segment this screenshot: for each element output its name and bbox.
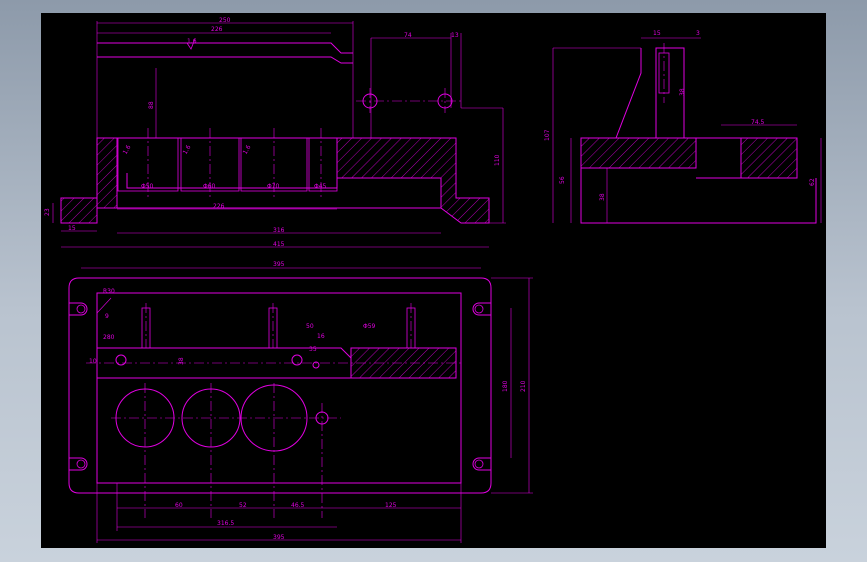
roughness-3: 1.6 bbox=[242, 144, 253, 156]
dim-23: 23 bbox=[44, 208, 51, 216]
dim-250: 250 bbox=[219, 17, 231, 24]
cad-drawing: 250 226 1.6 74 13 110 88 bbox=[44, 17, 822, 543]
drawing-canvas[interactable]: 250 226 1.6 74 13 110 88 bbox=[41, 13, 826, 548]
plan-dim-35: 35 bbox=[309, 346, 317, 353]
roughness-1: 1.6 bbox=[122, 144, 133, 156]
side-dim-62: 62 bbox=[809, 178, 816, 186]
dim-74: 74 bbox=[404, 32, 412, 39]
bore-label-3: Φ70 bbox=[267, 183, 280, 190]
roughness-top: 1.6 bbox=[187, 38, 197, 45]
plan-dim-60: 60 bbox=[175, 502, 183, 509]
dim-110: 110 bbox=[494, 154, 501, 166]
plan-dim-52: 52 bbox=[239, 502, 247, 509]
dim-15: 15 bbox=[68, 225, 76, 232]
plan-dim-9: 9 bbox=[105, 313, 109, 320]
dim-226: 226 bbox=[211, 26, 223, 33]
plan-dim-395-bottom: 395 bbox=[273, 534, 285, 541]
side-dim-74-5: 74.5 bbox=[751, 119, 765, 126]
plan-view: 395 R30 9 180 210 bbox=[68, 261, 533, 543]
side-section-view: 15 3 107 38 74.5 56 38 62 bbox=[544, 30, 822, 224]
plan-dim-280: 280 bbox=[103, 334, 115, 341]
corner-slot-tr bbox=[472, 302, 491, 316]
corner-slot-bl bbox=[69, 457, 88, 471]
plan-dim-50: 50 bbox=[306, 323, 314, 330]
plan-dim-phi59: Φ59 bbox=[363, 323, 376, 330]
side-dim-3: 3 bbox=[696, 30, 700, 37]
side-dim-m: 38 bbox=[679, 88, 686, 96]
side-dim-107: 107 bbox=[544, 129, 551, 141]
dim-13: 13 bbox=[451, 32, 459, 39]
plan-dim-210: 210 bbox=[520, 380, 527, 392]
corner-slot-tl bbox=[69, 302, 88, 316]
plan-dim-10: 10 bbox=[89, 358, 97, 365]
plan-r30: R30 bbox=[103, 288, 115, 295]
side-dim-15: 15 bbox=[653, 30, 661, 37]
dim-415: 415 bbox=[273, 241, 285, 248]
plan-dim-46-5: 46.5 bbox=[291, 502, 305, 509]
bore-label-4: Φ45 bbox=[314, 183, 327, 190]
plan-dim-16: 16 bbox=[317, 333, 325, 340]
side-dim-38: 38 bbox=[599, 193, 606, 201]
plan-dim-125: 125 bbox=[385, 502, 397, 509]
front-section-view: 250 226 1.6 74 13 110 88 bbox=[44, 17, 506, 248]
plan-dim-395: 395 bbox=[273, 261, 285, 268]
corner-slot-br bbox=[472, 457, 491, 471]
plan-dim-38: 38 bbox=[178, 357, 185, 365]
roughness-2: 1.6 bbox=[182, 144, 193, 156]
dim-316: 316 bbox=[273, 227, 285, 234]
dim-88: 88 bbox=[148, 101, 155, 109]
side-dim-56: 56 bbox=[559, 176, 566, 184]
bore-label-2: Φ60 bbox=[203, 183, 216, 190]
plan-dim-180: 180 bbox=[502, 380, 509, 392]
plan-dim-316-5: 316.5 bbox=[217, 520, 234, 527]
dim-226-bottom: 226 bbox=[213, 203, 225, 210]
bore-label-1: Φ50 bbox=[141, 183, 154, 190]
